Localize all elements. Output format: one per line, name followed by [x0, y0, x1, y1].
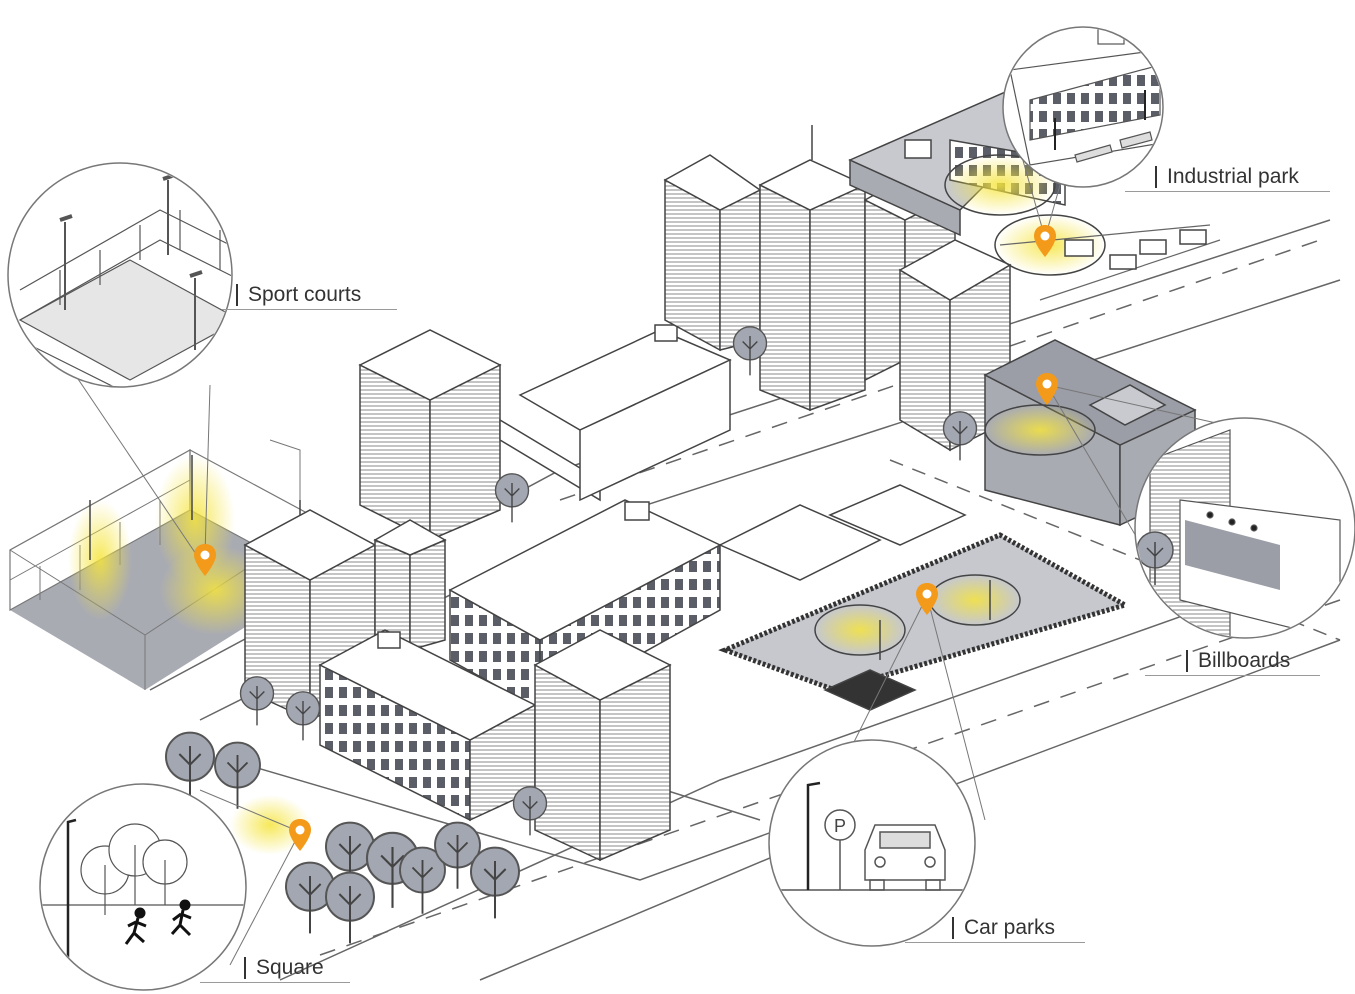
building-cluster: [243, 125, 1012, 862]
runner-icon: [124, 899, 192, 945]
industrial-park-magnifier: [1002, 26, 1164, 188]
square-label: Square: [244, 957, 324, 979]
car-parks-underline: [905, 942, 1085, 943]
car-icon: [864, 824, 946, 891]
car-park-area: [718, 532, 1132, 711]
square-magnifier: [39, 783, 247, 991]
industrial-park-label: Industrial park: [1155, 166, 1299, 188]
street-lamp-icon: [66, 818, 77, 970]
sport-courts-underline: [222, 309, 397, 310]
car-parks-label: Car parks: [952, 917, 1055, 939]
square-underline: [200, 982, 350, 983]
street-lamp-icon: [806, 781, 821, 890]
sport-courts-label: Sport courts: [236, 284, 361, 306]
industrial-park-underline: [1125, 191, 1330, 192]
billboards-underline: [1145, 675, 1320, 676]
car-parks-magnifier: P: [768, 739, 976, 947]
sport-courts-magnifier: [7, 162, 233, 388]
billboards-magnifier: [1134, 417, 1355, 639]
parking-sign-label: P: [834, 816, 846, 836]
billboards-label: Billboards: [1186, 650, 1290, 672]
square-area: [164, 731, 521, 945]
